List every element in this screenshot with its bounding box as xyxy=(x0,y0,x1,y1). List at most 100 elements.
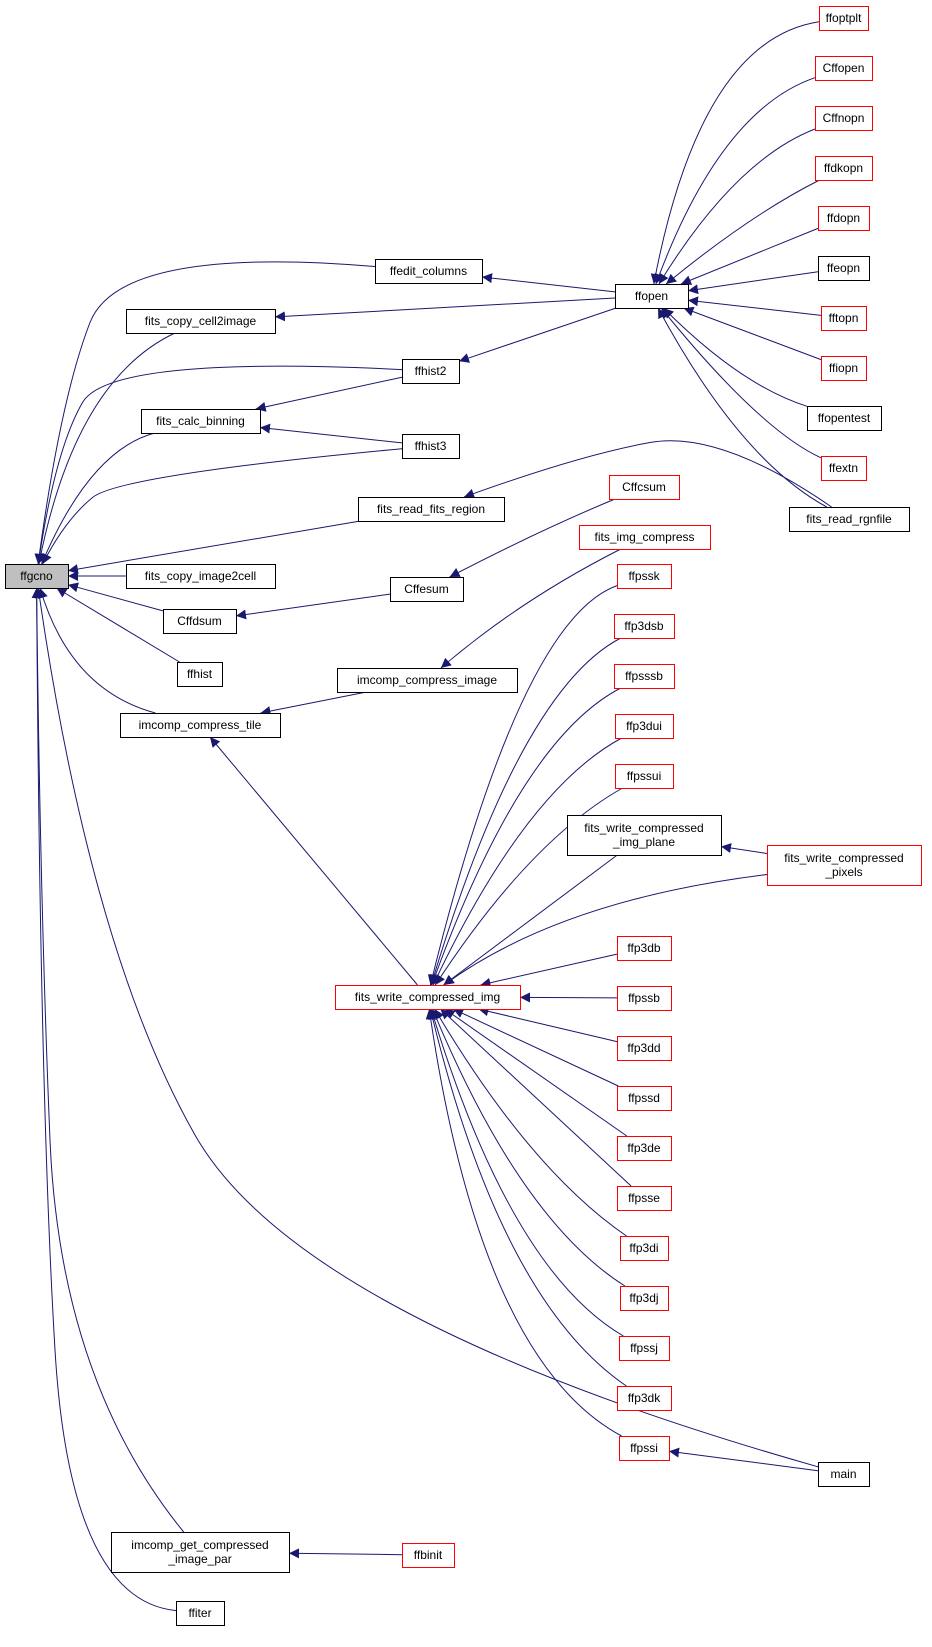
node-fits-copy-cell2image[interactable]: fits_copy_cell2image xyxy=(126,309,276,334)
node-label: ffp3dsb xyxy=(624,619,663,633)
node-label: main xyxy=(830,1467,856,1481)
node-label: Cffnopn xyxy=(823,111,865,125)
node-label: ffp3di xyxy=(629,1241,658,1255)
node-main[interactable]: main xyxy=(818,1462,870,1487)
node-fits-copy-image2cell[interactable]: fits_copy_image2cell xyxy=(126,564,276,589)
node-ffp3dsb[interactable]: ffp3dsb xyxy=(614,614,675,639)
edge-fits_img_compress-to-imcomp_compress_image xyxy=(440,548,622,669)
node-ffp3de[interactable]: ffp3de xyxy=(617,1136,672,1161)
node-label: imcomp_compress_image xyxy=(357,673,497,687)
node-ffedit-columns[interactable]: ffedit_columns xyxy=(375,259,483,284)
node-ffhist3[interactable]: ffhist3 xyxy=(402,434,460,459)
edge-ffpsse-to-fits_write_compressed_img xyxy=(440,1008,632,1187)
node-label: ffoptplt xyxy=(826,11,862,25)
edge-ffdopn-to-ffopen xyxy=(680,227,819,285)
node-ffpssj[interactable]: ffpssj xyxy=(619,1336,670,1361)
node-label: ffpssi xyxy=(630,1441,658,1455)
node-label: fits_img_compress xyxy=(594,530,694,544)
node-cffdsum[interactable]: Cffdsum xyxy=(163,609,237,634)
node-ffoptplt[interactable]: ffoptplt xyxy=(819,6,869,31)
edge-ffp3dj-to-fits_write_compressed_img xyxy=(431,1008,626,1287)
node-ffpssd[interactable]: ffpssd xyxy=(617,1086,672,1111)
node-label: _pixels xyxy=(824,865,862,879)
node-ffpssk[interactable]: ffpssk xyxy=(617,564,672,589)
node-ffpssb[interactable]: ffpssb xyxy=(617,986,672,1011)
node-label: ffpssj xyxy=(630,1341,658,1355)
node-imcomp-compress-image[interactable]: imcomp_compress_image xyxy=(337,668,518,693)
edge-ffedit_columns-to-ffgcno xyxy=(34,261,376,565)
node-ffopentest[interactable]: ffopentest xyxy=(807,406,882,431)
node-label: ffdopn xyxy=(827,211,860,225)
edge-imcomp_compress_tile-to-ffgcno xyxy=(38,587,156,714)
node-label: ffp3de xyxy=(627,1141,660,1155)
node-fits-calc-binning[interactable]: fits_calc_binning xyxy=(141,409,261,434)
node-imcomp-get-compressed-image-par[interactable]: imcomp_get_compressed_image_par xyxy=(111,1532,290,1573)
edge-ffp3di-to-fits_write_compressed_img xyxy=(434,1008,627,1237)
node-ffp3di[interactable]: ffp3di xyxy=(620,1236,669,1261)
edge-ffp3dk-to-fits_write_compressed_img xyxy=(427,1008,627,1387)
edge-ffp3dd-to-fits_write_compressed_img xyxy=(478,1006,618,1043)
edge-ffhist3-to-fits_calc_binning xyxy=(259,423,403,444)
edge-ffopentest-to-ffopen xyxy=(663,307,808,407)
node-ffgcno[interactable]: ffgcno xyxy=(5,564,69,589)
edges-layer xyxy=(31,21,832,1612)
edge-ffoptplt-to-ffopen xyxy=(650,21,820,285)
node-label: ffgcno xyxy=(20,569,53,583)
node-label: fits_write_compressed_img xyxy=(355,990,500,1004)
node-label: ffedit_columns xyxy=(390,264,467,278)
node-ffiter[interactable]: ffiter xyxy=(176,1601,225,1626)
node-cffnopn[interactable]: Cffnopn xyxy=(815,106,873,131)
node-ffpsssb[interactable]: ffpsssb xyxy=(614,664,675,689)
node-ffdkopn[interactable]: ffdkopn xyxy=(815,156,873,181)
node-ffextn[interactable]: ffextn xyxy=(821,456,867,481)
node-label: ffp3dd xyxy=(627,1041,660,1055)
node-ffp3dk[interactable]: ffp3dk xyxy=(617,1386,672,1411)
node-label: ffp3db xyxy=(627,941,660,955)
edge-fits_read_rgnfile-to-ffopen xyxy=(657,307,828,508)
node-ffopen[interactable]: ffopen xyxy=(615,284,689,309)
node-cffesum[interactable]: Cffesum xyxy=(390,577,464,602)
node-ffp3dd[interactable]: ffp3dd xyxy=(617,1036,672,1061)
node-fits-read-fits-region[interactable]: fits_read_fits_region xyxy=(358,497,505,522)
edge-ffiopn-to-ffopen xyxy=(683,306,822,361)
node-label: Cffcsum xyxy=(622,480,666,494)
edge-ffopen-to-ffedit_columns xyxy=(481,273,616,293)
node-cffcsum[interactable]: Cffcsum xyxy=(609,475,680,500)
node-label: ffiter xyxy=(188,1606,211,1620)
node-label: ffhist xyxy=(187,667,213,681)
node-ffpssui[interactable]: ffpssui xyxy=(615,764,674,789)
node-imcomp-compress-tile[interactable]: imcomp_compress_tile xyxy=(120,713,281,738)
node-label: ffp3dui xyxy=(626,719,662,733)
node-label: ffp3dk xyxy=(628,1391,661,1405)
nodes-layer: ffgcno ffedit_columns fits_copy_cell2image… xyxy=(5,6,922,1626)
node-fits-write-compressed-img-plane[interactable]: fits_write_compressed_img_plane xyxy=(567,815,722,856)
node-ffp3db[interactable]: ffp3db xyxy=(617,936,672,961)
edge-imcomp_compress_image-to-imcomp_compress_tile xyxy=(260,691,367,716)
node-ffdopn[interactable]: ffdopn xyxy=(818,206,870,231)
node-label: fits_read_fits_region xyxy=(377,502,485,516)
node-cffopen[interactable]: Cffopen xyxy=(815,56,873,81)
node-ffiopn[interactable]: ffiopn xyxy=(821,356,867,381)
node-label: Cffdsum xyxy=(177,614,221,628)
node-fits-img-compress[interactable]: fits_img_compress xyxy=(579,525,711,550)
node-fftopn[interactable]: fftopn xyxy=(821,306,867,331)
node-ffp3dj[interactable]: ffp3dj xyxy=(620,1286,669,1311)
edge-fits_read_rgnfile-to-fits_read_fits_region xyxy=(463,440,832,508)
node-ffpsse[interactable]: ffpsse xyxy=(617,1186,672,1211)
node-ffbinit[interactable]: ffbinit xyxy=(402,1543,455,1568)
node-label: ffpssui xyxy=(627,769,661,783)
node-ffp3dui[interactable]: ffp3dui xyxy=(615,714,674,739)
node-label: ffextn xyxy=(829,461,858,475)
node-fits-write-compressed-pixels[interactable]: fits_write_compressed_pixels xyxy=(767,845,922,886)
node-ffeopn[interactable]: ffeopn xyxy=(818,256,870,281)
edge-ffp3de-to-fits_write_compressed_img xyxy=(444,1008,628,1137)
node-ffhist2[interactable]: ffhist2 xyxy=(402,359,460,384)
edge-Cffnopn-to-ffopen xyxy=(658,128,816,285)
node-ffpssi[interactable]: ffpssi xyxy=(619,1436,670,1461)
node-ffhist[interactable]: ffhist xyxy=(177,662,223,687)
edge-fftopn-to-ffopen xyxy=(687,296,822,316)
node-label: fits_copy_cell2image xyxy=(145,314,257,328)
node-fits-read-rgnfile[interactable]: fits_read_rgnfile xyxy=(789,507,910,532)
node-fits-write-compressed-img[interactable]: fits_write_compressed_img xyxy=(335,985,521,1010)
node-label: Cffopen xyxy=(823,61,865,75)
